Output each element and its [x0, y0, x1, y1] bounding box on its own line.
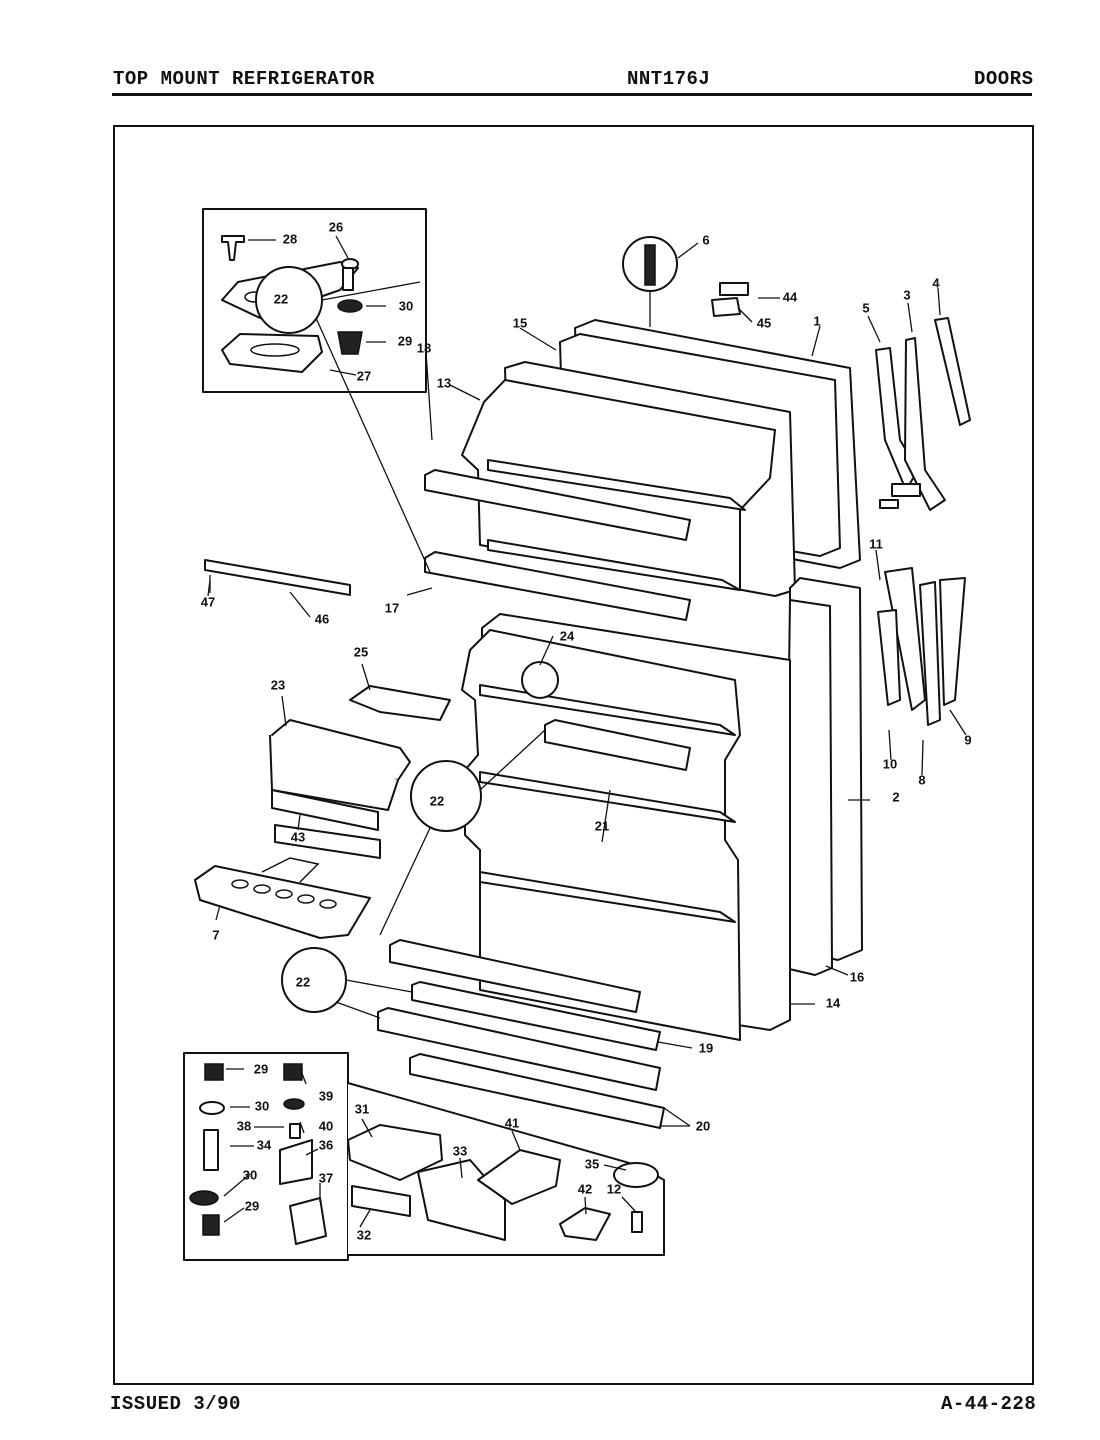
butter-door — [349, 685, 451, 721]
leader-lines — [207, 235, 967, 1228]
detail-circles — [255, 236, 678, 1019]
butter-compartment — [269, 719, 411, 859]
callout-30-left: 30 — [255, 1098, 269, 1113]
callout-33: 33 — [453, 1143, 467, 1158]
callout-28: 28 — [283, 231, 297, 246]
trim-strip — [204, 559, 351, 596]
freezer-door — [424, 282, 861, 621]
callout-2: 2 — [892, 789, 899, 804]
callout-35: 35 — [585, 1156, 599, 1171]
callout-23: 23 — [271, 677, 285, 692]
callout-10: 10 — [883, 756, 897, 771]
callout-4: 4 — [932, 275, 940, 290]
callout-36: 36 — [319, 1137, 333, 1152]
header-rule — [112, 93, 1032, 96]
freezer-shelf-bar — [424, 469, 691, 541]
footer-page-code: A-44-228 — [941, 1393, 1037, 1415]
callout-27: 27 — [357, 368, 371, 383]
callout-22-top: 22 — [274, 291, 288, 306]
nameplate — [719, 282, 749, 296]
callout-41: 41 — [505, 1115, 519, 1130]
callout-44: 44 — [783, 289, 798, 304]
callout-43: 43 — [291, 829, 305, 844]
callout-18: 18 — [417, 340, 431, 355]
header-section: DOORS — [974, 68, 1034, 90]
callout-46: 46 — [315, 611, 329, 626]
callout-1: 1 — [813, 313, 820, 328]
footer-issued: ISSUED 3/90 — [110, 1393, 241, 1415]
callout-29-bottom: 29 — [245, 1198, 259, 1213]
callout-22-mid: 22 — [430, 793, 444, 808]
callout-19: 19 — [699, 1040, 713, 1055]
callout-24: 24 — [560, 628, 575, 643]
callout-3: 3 — [903, 287, 910, 302]
callout-30-top: 30 — [399, 298, 413, 313]
callout-25: 25 — [354, 644, 368, 659]
callout-26: 26 — [329, 219, 343, 234]
callout-37: 37 — [319, 1170, 333, 1185]
callout-29-top: 29 — [398, 333, 412, 348]
callout-39: 39 — [319, 1088, 333, 1103]
handles — [875, 317, 971, 726]
callout-38: 38 — [237, 1118, 251, 1133]
badge — [711, 297, 741, 317]
hinge-shim — [221, 333, 323, 373]
callout-42: 42 — [578, 1181, 592, 1196]
callout-17: 17 — [385, 600, 399, 615]
callout-20: 20 — [696, 1118, 710, 1133]
callout-47: 47 — [201, 594, 215, 609]
callout-22-bottom: 22 — [296, 974, 310, 989]
callout-6: 6 — [702, 232, 709, 247]
callout-11: 11 — [869, 536, 883, 551]
callout-13: 13 — [437, 375, 451, 390]
callout-34: 34 — [257, 1137, 272, 1152]
egg-tray — [194, 857, 371, 939]
callout-16: 16 — [850, 969, 864, 984]
callout-31: 31 — [355, 1101, 369, 1116]
callout-21: 21 — [595, 818, 609, 833]
callout-9: 9 — [964, 732, 971, 747]
callout-12: 12 — [607, 1181, 621, 1196]
hinge-pin-plug — [221, 235, 245, 261]
callout-5: 5 — [862, 300, 869, 315]
callout-7: 7 — [212, 927, 219, 942]
callout-45: 45 — [757, 315, 771, 330]
callout-15: 15 — [513, 315, 527, 330]
callout-30-bottom: 30 — [243, 1167, 257, 1182]
fresh-food-door — [377, 577, 863, 1129]
diagram-frame — [113, 125, 1034, 1385]
callout-29-left: 29 — [254, 1061, 268, 1076]
freezer-shelf-bar-lower — [424, 551, 691, 621]
callout-32: 32 — [357, 1227, 371, 1242]
header-model: NNT176J — [627, 68, 711, 90]
callout-40: 40 — [319, 1118, 333, 1133]
callout-labels: 1 2 3 4 5 6 7 8 9 10 11 12 13 14 15 16 1… — [201, 219, 972, 1242]
callout-8: 8 — [918, 772, 925, 787]
header-product-type: TOP MOUNT REFRIGERATOR — [113, 68, 375, 90]
dairy-shelf-bar — [544, 719, 691, 771]
lower-hinge-inset — [183, 1052, 665, 1261]
callout-14: 14 — [826, 995, 841, 1010]
